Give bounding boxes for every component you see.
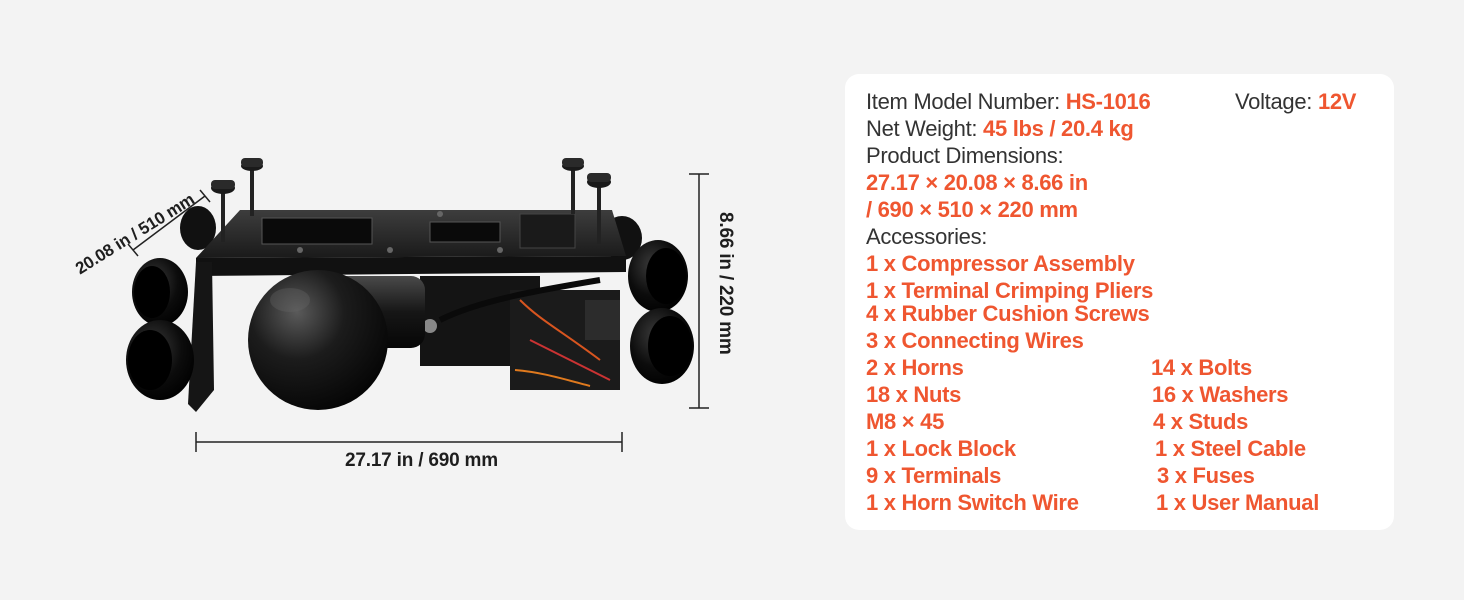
accessory-item: 14 x Bolts: [1151, 355, 1252, 380]
accessory-item: 1 x Lock Block: [866, 436, 1016, 461]
accessory-item: 1 x Steel Cable: [1155, 436, 1306, 461]
accessory-item: 4 x Rubber Cushion Screws: [866, 301, 1150, 326]
accessory-item: 1 x User Manual: [1156, 490, 1320, 515]
accessory-item: 3 x Connecting Wires: [866, 328, 1084, 353]
model-number-label: Item Model Number:: [866, 89, 1066, 114]
voltage-row: Voltage: 12V: [1235, 88, 1356, 115]
product-image-area: 27.17 in / 690 mm 20.08 in / 510 mm 8.66…: [72, 158, 736, 471]
compressor-assembly: [420, 276, 620, 390]
spec-card: Item Model Number: HS-1016 Voltage: 12V …: [845, 74, 1394, 530]
accessory-item: 16 x Washers: [1152, 382, 1289, 407]
accessory-item: M8 × 45: [866, 409, 945, 434]
studs: [211, 158, 611, 244]
voltage-label: Voltage:: [1235, 89, 1318, 114]
horns-left: [126, 258, 194, 400]
accessory-item: 18 x Nuts: [866, 382, 962, 407]
width-dimension-label: 27.17 in / 690 mm: [345, 450, 498, 471]
voltage-value: 12V: [1317, 89, 1357, 114]
height-dimension-label: 8.66 in / 220 mm: [715, 212, 736, 355]
mounting-plate: [196, 210, 626, 276]
accessory-item: 3 x Fuses: [1157, 463, 1255, 488]
model-number-row: Item Model Number: HS-1016: [866, 88, 1151, 115]
side-bracket: [188, 262, 214, 412]
net-weight-value: 45 lbs / 20.4 kg: [983, 116, 1134, 141]
accessory-item: 4 x Studs: [1153, 409, 1249, 434]
train-horn-kit-image: [126, 158, 709, 452]
height-dimension-line: [689, 173, 709, 409]
air-tank: [248, 270, 425, 410]
net-weight-label: Net Weight:: [866, 116, 984, 141]
depth-dimension-line: [127, 189, 211, 257]
accessory-item: 9 x Terminals: [866, 463, 1002, 488]
width-dimension-line: [195, 432, 623, 452]
accessory-item: 1 x Horn Switch Wire: [866, 490, 1079, 515]
accessories-label: Accessories:: [866, 224, 988, 249]
net-weight-row: Net Weight: 45 lbs / 20.4 kg: [866, 115, 1134, 142]
accessory-item: 1 x Terminal Crimping Pliers: [866, 278, 1154, 303]
accessory-item: 1 x Compressor Assembly: [866, 251, 1135, 276]
product-dimensions-label: Product Dimensions:: [866, 143, 1064, 168]
product-dimensions-value-2: / 690 × 510 × 220 mm: [866, 197, 1078, 222]
accessory-item: 2 x Horns: [866, 355, 964, 380]
model-number-value: HS-1016: [1065, 89, 1151, 114]
horns-right: [628, 240, 694, 384]
product-dimensions-value-1: 27.17 × 20.08 × 8.66 in: [866, 170, 1088, 195]
